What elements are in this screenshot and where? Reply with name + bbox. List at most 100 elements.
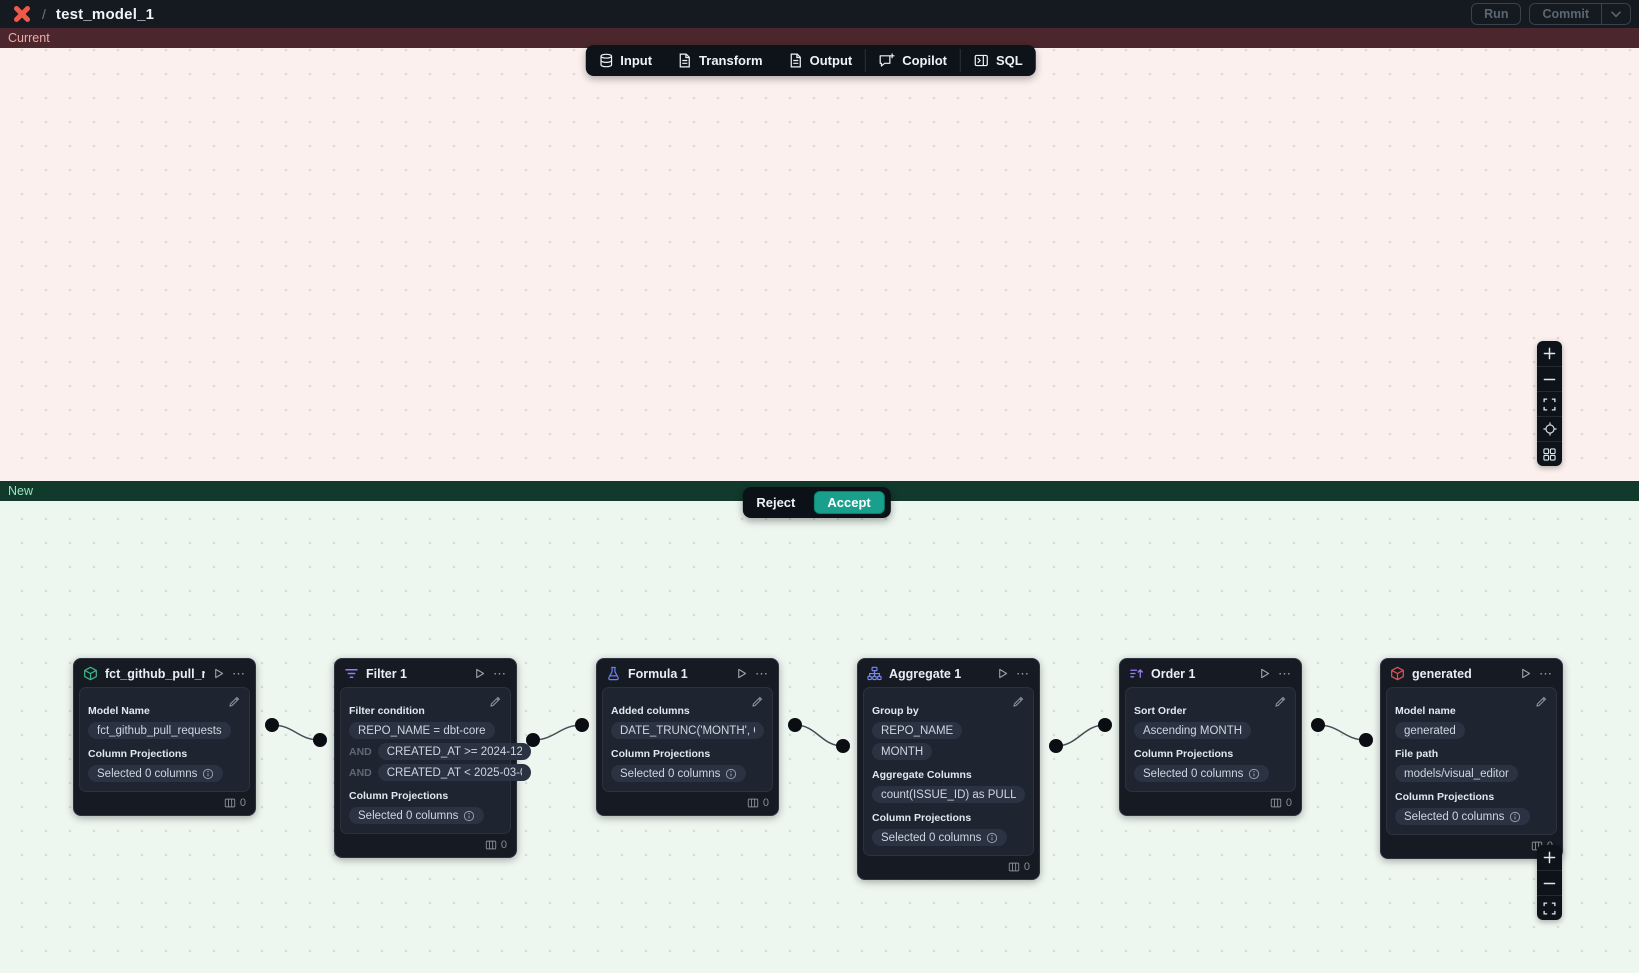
columns-icon [224,797,236,809]
sitemap-icon [867,666,882,681]
toolbar-item-sql[interactable]: SQL [961,45,1036,76]
info-icon [1248,768,1260,780]
toolbar-item-copilot[interactable]: Copilot [866,45,960,76]
group-by-pill[interactable]: REPO_NAME [872,722,962,739]
field-label: Column Projections [1395,791,1548,803]
topbar: / test_model_1 Run Commit [0,0,1639,28]
input-port[interactable] [1359,733,1373,747]
current-canvas[interactable]: Input Transform Output [0,48,1639,481]
edit-icon[interactable] [1535,695,1548,708]
sort-order-pill[interactable]: Ascending MONTH [1134,722,1251,739]
play-icon[interactable] [1519,667,1532,680]
page-title[interactable]: test_model_1 [56,6,154,23]
output-port[interactable] [788,718,802,732]
node-order-1: Order 1 ⋯ Sort Order Ascending MONTH Col… [1119,658,1302,816]
edit-icon[interactable] [1012,695,1025,708]
input-port[interactable] [836,739,850,753]
node-body: Sort Order Ascending MONTH Column Projec… [1125,687,1296,792]
node-header[interactable]: generated ⋯ [1381,659,1562,687]
commit-button[interactable]: Commit [1529,3,1631,25]
edit-icon[interactable] [228,695,241,708]
column-projections-pill[interactable]: Selected 0 columns [1395,808,1530,825]
filter-condition-pill[interactable]: REPO_NAME = dbt-core [349,722,495,739]
zoom-in-button[interactable] [1537,845,1562,870]
commit-menu-button[interactable] [1601,4,1630,24]
play-icon[interactable] [212,667,225,680]
column-projections-pill[interactable]: Selected 0 columns [88,765,223,782]
column-projections-pill[interactable]: Selected 0 columns [349,807,484,824]
edge [272,725,320,740]
run-button[interactable]: Run [1471,3,1521,25]
group-by-pill[interactable]: MONTH [872,743,932,760]
toolbar-item-label: Transform [699,53,763,68]
reject-button[interactable]: Reject [748,492,803,513]
play-icon[interactable] [996,667,1009,680]
more-menu-icon[interactable]: ⋯ [232,667,246,680]
model-name-pill[interactable]: generated [1395,722,1465,739]
output-port[interactable] [1311,718,1325,732]
node-header[interactable]: Filter 1 ⋯ [335,659,516,687]
locate-button[interactable] [1537,416,1562,441]
file-path-pill[interactable]: models/visual_editor [1395,765,1518,782]
toolbar-item-input[interactable]: Input [585,45,665,76]
more-menu-icon[interactable]: ⋯ [1539,667,1553,680]
zoom-out-button[interactable] [1537,366,1562,391]
node-title: Aggregate 1 [889,667,989,681]
filter-icon [344,666,359,681]
new-canvas[interactable]: Reject Accept [0,501,1639,973]
field-label: Added columns [611,705,764,717]
more-menu-icon[interactable]: ⋯ [1278,667,1292,680]
toolbar-item-transform[interactable]: Transform [665,45,776,76]
node-header[interactable]: fct_github_pull_requests ⋯ [74,659,255,687]
model-name-pill[interactable]: fct_github_pull_requests [88,722,231,739]
database-icon [598,53,613,68]
field-label: Column Projections [88,748,241,760]
aggregate-columns-pill[interactable]: count(ISSUE_ID) as PULL_REQUEST_… [872,786,1025,803]
play-icon[interactable] [1258,667,1271,680]
filter-condition-pill[interactable]: CREATED_AT < 2025-03-01 [378,764,531,781]
edit-icon[interactable] [751,695,764,708]
output-port[interactable] [265,718,279,732]
fit-view-button[interactable] [1537,895,1562,920]
edit-icon[interactable] [489,695,502,708]
more-menu-icon[interactable]: ⋯ [493,667,507,680]
app-logo-icon[interactable] [12,4,32,24]
input-port[interactable] [313,733,327,747]
more-menu-icon[interactable]: ⋯ [1016,667,1030,680]
output-port[interactable] [1049,739,1063,753]
node-body: Group by REPO_NAME MONTH Aggregate Colum… [863,687,1034,856]
input-port[interactable] [1098,718,1112,732]
field-label: Model Name [88,705,241,717]
added-columns-pill[interactable]: DATE_TRUNC('MONTH', CREATED_AT… [611,722,764,739]
and-operator: AND [349,767,372,779]
document-icon [789,53,803,68]
canvas-controls-new [1537,845,1562,920]
play-icon[interactable] [473,667,486,680]
filter-condition-pill[interactable]: CREATED_AT >= 2024-12-01 [378,743,531,760]
node-header[interactable]: Order 1 ⋯ [1120,659,1301,687]
column-projections-pill[interactable]: Selected 0 columns [1134,765,1269,782]
play-icon[interactable] [735,667,748,680]
toolbar-item-output[interactable]: Output [776,45,866,76]
node-aggregate-1: Aggregate 1 ⋯ Group by REPO_NAME MONTH A… [857,658,1040,880]
topbar-actions: Run Commit [1471,3,1631,25]
more-menu-icon[interactable]: ⋯ [755,667,769,680]
input-port[interactable] [575,718,589,732]
node-header[interactable]: Aggregate 1 ⋯ [858,659,1039,687]
zoom-out-button[interactable] [1537,870,1562,895]
toolbar-item-label: Copilot [902,53,947,68]
node-header[interactable]: Formula 1 ⋯ [597,659,778,687]
minimap-button[interactable] [1537,441,1562,466]
fit-view-button[interactable] [1537,391,1562,416]
commit-label[interactable]: Commit [1530,4,1601,24]
column-projections-pill[interactable]: Selected 0 columns [872,829,1007,846]
edge [1056,725,1105,746]
column-projections-pill[interactable]: Selected 0 columns [611,765,746,782]
breadcrumb-separator: / [42,6,46,22]
edit-icon[interactable] [1274,695,1287,708]
node-footer: 0 [1120,792,1301,815]
accept-button[interactable]: Accept [813,491,884,514]
cube-icon [83,666,98,681]
zoom-in-button[interactable] [1537,341,1562,366]
row-count: 0 [240,797,246,809]
